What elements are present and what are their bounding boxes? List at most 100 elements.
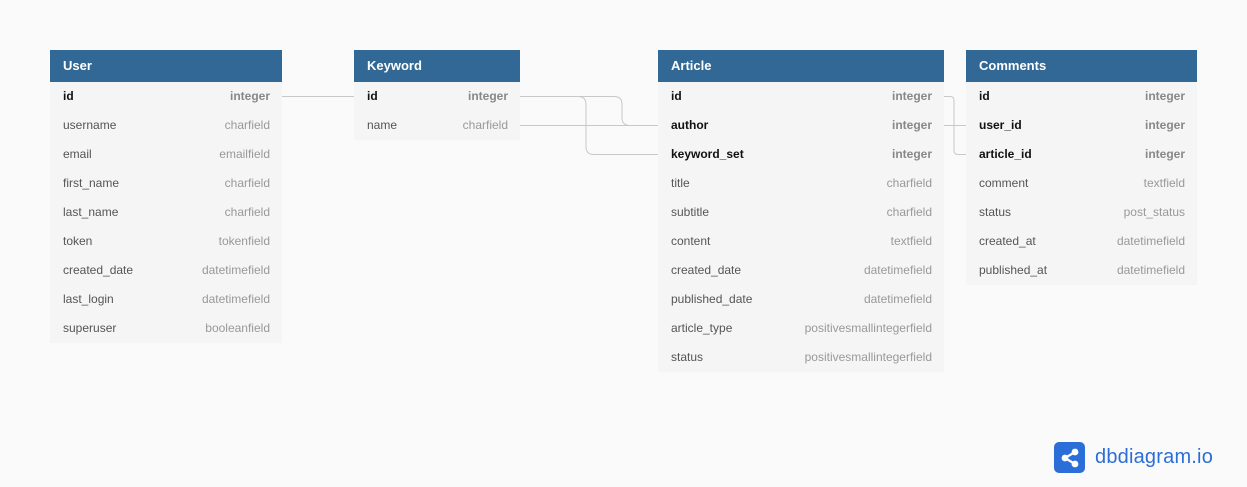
field-row-user-first-name[interactable]: first_name charfield bbox=[50, 169, 282, 198]
field-row-user-last-login[interactable]: last_login datetimefield bbox=[50, 285, 282, 314]
field-name: published_at bbox=[979, 263, 1048, 277]
field-type: textfield bbox=[890, 234, 932, 248]
field-row-user-superuser[interactable]: superuser booleanfield bbox=[50, 314, 282, 343]
table-header-user[interactable]: User bbox=[50, 50, 282, 82]
field-name: created_at bbox=[979, 234, 1036, 248]
field-type: charfield bbox=[224, 176, 270, 190]
field-type: datetimefield bbox=[1116, 234, 1185, 248]
field-type: emailfield bbox=[219, 147, 270, 161]
field-row-keyword-id[interactable]: id integer bbox=[354, 82, 520, 111]
field-row-article-created-date[interactable]: created_date datetimefield bbox=[658, 256, 944, 285]
field-name: id bbox=[63, 89, 74, 103]
field-row-comments-status[interactable]: status post_status bbox=[966, 198, 1197, 227]
field-type: charfield bbox=[224, 205, 270, 219]
field-type: charfield bbox=[886, 205, 932, 219]
relation-keyword-id-to-article-author[interactable] bbox=[520, 96, 658, 126]
field-name: id bbox=[671, 89, 682, 103]
field-name: article_id bbox=[979, 147, 1032, 161]
field-row-article-subtitle[interactable]: subtitle charfield bbox=[658, 198, 944, 227]
field-type: charfield bbox=[224, 118, 270, 132]
field-type: integer bbox=[467, 89, 508, 103]
field-row-article-published-date[interactable]: published_date datetimefield bbox=[658, 285, 944, 314]
field-type: booleanfield bbox=[205, 321, 270, 335]
field-name: author bbox=[671, 118, 709, 132]
field-row-comments-article-id[interactable]: article_id integer bbox=[966, 140, 1197, 169]
field-name: last_login bbox=[63, 292, 114, 306]
field-type: datetimefield bbox=[201, 292, 270, 306]
field-type: integer bbox=[891, 147, 932, 161]
field-row-user-last-name[interactable]: last_name charfield bbox=[50, 198, 282, 227]
field-row-article-author[interactable]: author integer bbox=[658, 111, 944, 140]
field-type: positivesmallintegerfield bbox=[804, 321, 932, 335]
table-header-article[interactable]: Article bbox=[658, 50, 944, 82]
field-type: datetimefield bbox=[863, 292, 932, 306]
field-type: textfield bbox=[1143, 176, 1185, 190]
field-name: published_date bbox=[671, 292, 753, 306]
field-type: integer bbox=[229, 89, 270, 103]
table-rows-user: id integer username charfield email emailfiel… bbox=[50, 82, 282, 343]
field-type: integer bbox=[1144, 118, 1185, 132]
table-header-comments[interactable]: Comments bbox=[966, 50, 1197, 82]
field-type: positivesmallintegerfield bbox=[804, 350, 932, 364]
field-name: id bbox=[367, 89, 378, 103]
field-name: content bbox=[671, 234, 711, 248]
relation-keyword-to-article-keyword-set-branch[interactable] bbox=[520, 96, 658, 155]
field-name: first_name bbox=[63, 176, 120, 190]
share-nodes-icon bbox=[1054, 442, 1085, 473]
table-rows-article: id integer author integer keyword_set integer… bbox=[658, 82, 944, 372]
field-type: charfield bbox=[886, 176, 932, 190]
brand-name: dbdiagram.io bbox=[1095, 446, 1214, 468]
field-row-user-username[interactable]: username charfield bbox=[50, 111, 282, 140]
relation-article-id-to-comments-article-id[interactable] bbox=[944, 96, 966, 155]
field-row-article-article-type[interactable]: article_type positivesmallintegerfield bbox=[658, 314, 944, 343]
field-name: status bbox=[671, 350, 704, 364]
field-name: status bbox=[979, 205, 1012, 219]
table-header-keyword[interactable]: Keyword bbox=[354, 50, 520, 82]
field-row-article-content[interactable]: content textfield bbox=[658, 227, 944, 256]
field-row-comments-published-at[interactable]: published_at datetimefield bbox=[966, 256, 1197, 285]
field-name: article_type bbox=[671, 321, 733, 335]
field-name: last_name bbox=[63, 205, 119, 219]
field-row-article-title[interactable]: title charfield bbox=[658, 169, 944, 198]
field-name: email bbox=[63, 147, 92, 161]
field-name: keyword_set bbox=[671, 147, 744, 161]
field-row-article-id[interactable]: id integer bbox=[658, 82, 944, 111]
field-type: datetimefield bbox=[1116, 263, 1185, 277]
field-type: datetimefield bbox=[863, 263, 932, 277]
field-type: tokenfield bbox=[218, 234, 270, 248]
field-name: comment bbox=[979, 176, 1029, 190]
field-name: user_id bbox=[979, 118, 1022, 132]
field-type: datetimefield bbox=[201, 263, 270, 277]
field-name: created_date bbox=[63, 263, 134, 277]
field-name: username bbox=[63, 118, 117, 132]
field-type: post_status bbox=[1123, 205, 1185, 219]
field-name: title bbox=[671, 176, 690, 190]
field-row-user-email[interactable]: email emailfield bbox=[50, 140, 282, 169]
field-row-comments-user-id[interactable]: user_id integer bbox=[966, 111, 1197, 140]
field-row-article-status[interactable]: status positivesmallintegerfield bbox=[658, 343, 944, 372]
field-row-comments-created-at[interactable]: created_at datetimefield bbox=[966, 227, 1197, 256]
field-name: superuser bbox=[63, 321, 117, 335]
field-type: integer bbox=[1144, 89, 1185, 103]
field-row-user-created-date[interactable]: created_date datetimefield bbox=[50, 256, 282, 285]
field-row-user-id[interactable]: id integer bbox=[50, 82, 282, 111]
field-name: created_date bbox=[671, 263, 742, 277]
field-type: integer bbox=[891, 89, 932, 103]
brand-logo-link[interactable]: dbdiagram.io bbox=[1054, 442, 1213, 473]
field-name: subtitle bbox=[671, 205, 710, 219]
field-type: charfield bbox=[462, 118, 508, 132]
field-row-article-keyword-set[interactable]: keyword_set integer bbox=[658, 140, 944, 169]
field-type: integer bbox=[891, 118, 932, 132]
field-type: integer bbox=[1144, 147, 1185, 161]
field-row-comments-comment[interactable]: comment textfield bbox=[966, 169, 1197, 198]
